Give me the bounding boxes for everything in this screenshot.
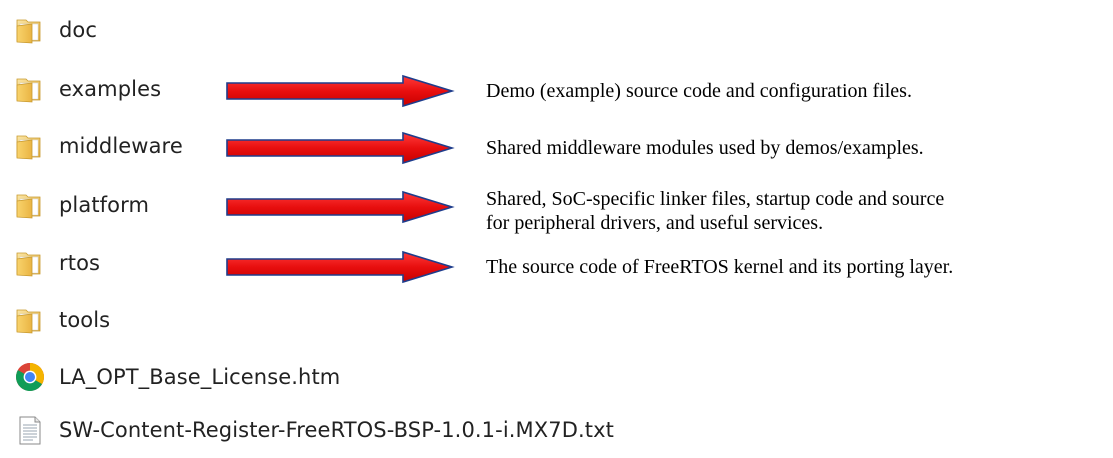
file-name: tools [59,308,111,332]
right-arrow-icon [226,131,455,165]
file-row-sw-content-register[interactable]: SW-Content-Register-FreeRTOS-BSP-1.0.1-i… [14,410,614,450]
annotation-platform: Shared, SoC-specific linker files, start… [486,187,944,235]
file-name: rtos [59,251,101,275]
file-row-tools[interactable]: tools [14,300,110,340]
folder-icon [16,194,41,219]
file-name: platform [59,193,150,217]
annotation-line: Demo (example) source code and configura… [486,80,912,102]
right-arrow-icon [226,190,455,224]
right-arrow-icon [226,74,455,108]
annotation-line: Shared, SoC-specific linker files, start… [486,188,945,210]
annotation-line: The source code of FreeRTOS kernel and i… [486,256,954,278]
file-name: SW-Content-Register-FreeRTOS-BSP-1.0.1-i… [59,418,614,442]
chrome-icon [16,363,44,391]
file-row-platform[interactable]: platform [14,185,149,225]
file-name: doc [59,18,98,42]
right-arrow-icon [226,250,455,284]
folder-icon [16,135,41,160]
annotation-line: for peripheral drivers, and useful servi… [486,212,824,234]
file-row-middleware[interactable]: middleware [14,126,183,166]
annotation-examples: Demo (example) source code and configura… [486,79,912,103]
folder-icon [16,252,41,277]
file-name: examples [59,77,162,101]
annotation-rtos: The source code of FreeRTOS kernel and i… [486,255,953,279]
annotation-middleware: Shared middleware modules used by demos/… [486,136,924,160]
folder-icon [16,78,41,103]
annotation-line: Shared middleware modules used by demos/… [486,137,924,159]
folder-icon [16,309,41,334]
file-row-examples[interactable]: examples [14,69,161,109]
file-name: LA_OPT_Base_License.htm [59,365,341,389]
file-row-license[interactable]: LA_OPT_Base_License.htm [14,357,340,397]
folder-icon [16,19,41,44]
text-file-icon [19,416,41,445]
file-row-rtos[interactable]: rtos [14,243,100,283]
file-row-doc[interactable]: doc [14,10,97,50]
file-name: middleware [59,134,183,158]
